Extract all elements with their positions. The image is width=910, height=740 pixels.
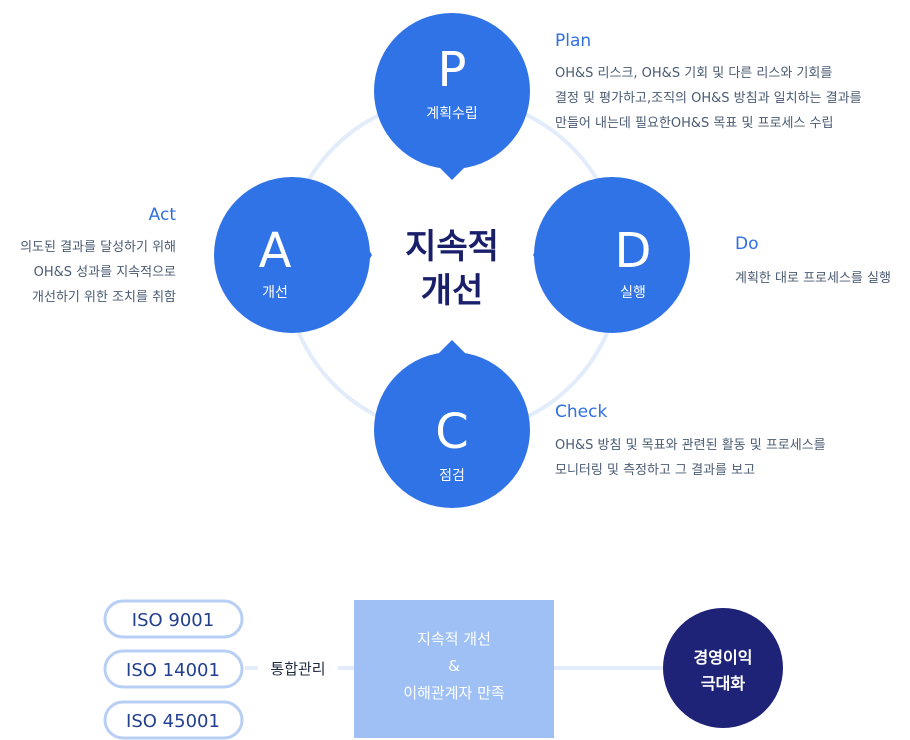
goal-circle: 경영이익 극대화 [663, 608, 783, 728]
goal-line-1: 경영이익 [694, 648, 753, 667]
plan-desc-1: OH&S 리스크, OH&S 기회 및 다른 리스와 기회를 [555, 66, 832, 81]
check-node: C 점검 [374, 340, 530, 508]
do-node: D 실행 [533, 177, 690, 333]
iso-45001-label: ISO 45001 [126, 711, 220, 732]
iso-9001-label: ISO 9001 [132, 610, 214, 631]
do-sub: 실행 [620, 285, 646, 301]
goal-line-2: 극대화 [701, 674, 745, 693]
center-label-line1: 지속적 [405, 227, 499, 267]
plan-node: P 계획수립 [374, 13, 530, 180]
check-title: Check [555, 402, 607, 422]
improvement-box: 지속적 개선 & 이해관계자 만족 [354, 600, 554, 738]
check-desc-2: 모니터링 및 측정하고 그 결과를 보고 [555, 463, 755, 478]
do-letter: D [615, 223, 652, 279]
check-letter: C [435, 404, 469, 460]
act-desc-1: 의도된 결과를 달성하기 위해 [20, 240, 176, 255]
plan-letter: P [438, 42, 467, 98]
center-label-line2: 개선 [421, 271, 484, 311]
improvement-line-3: 이해관계자 만족 [403, 684, 505, 702]
do-desc-1: 계획한 대로 프로세스를 실행 [735, 270, 891, 286]
plan-title: Plan [555, 31, 591, 51]
improvement-line-1: 지속적 개선 [417, 630, 491, 648]
act-desc-2: OH&S 성과를 지속적으로 [34, 265, 176, 280]
plan-desc-3: 만들어 내는데 필요한OH&S 목표 및 프로세스 수립 [555, 116, 833, 131]
iso-pill-45001: ISO 45001 [103, 700, 244, 740]
do-title: Do [735, 234, 759, 254]
act-letter: A [259, 223, 292, 279]
iso-pill-9001: ISO 9001 [103, 599, 244, 639]
act-node: A 개선 [214, 177, 372, 333]
iso-pill-14001: ISO 14001 [103, 649, 244, 689]
plan-desc-2: 결정 및 평가하고,조직의 OH&S 방침과 일치하는 결과를 [555, 91, 862, 106]
improvement-line-2: & [448, 657, 460, 675]
act-desc-3: 개선하기 위한 조치를 취함 [32, 290, 176, 305]
integration-label: 통합관리 [270, 660, 325, 678]
act-sub: 개선 [262, 285, 288, 301]
act-title: Act [149, 205, 177, 225]
check-sub: 점검 [439, 468, 465, 484]
check-desc-1: OH&S 방침 및 목표와 관련된 활동 및 프로세스를 [555, 438, 826, 453]
iso-14001-label: ISO 14001 [126, 660, 220, 681]
plan-sub: 계획수립 [426, 106, 478, 122]
